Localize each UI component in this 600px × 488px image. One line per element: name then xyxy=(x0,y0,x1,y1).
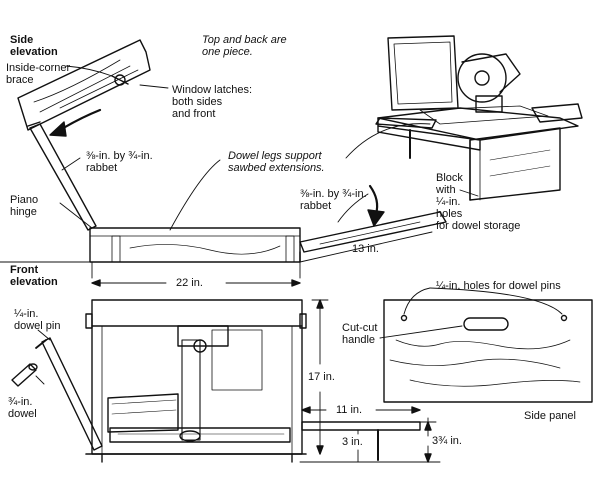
dimension-17-in: 17 in. xyxy=(308,371,335,383)
window-latches-label: Window latches: both sides and front xyxy=(172,84,253,120)
inside-corner-brace xyxy=(27,121,41,127)
side-panel-drawing xyxy=(379,287,593,403)
rabbet-label-right: ⅜-in. by ¾-in. rabbet xyxy=(300,188,367,212)
side-panel-label: Side panel xyxy=(524,410,576,422)
dowel-legs-note: Dowel legs support sawbed extensions. xyxy=(228,150,325,174)
dimension-3-3-4-in: 3¾ in. xyxy=(432,435,462,447)
dimension-3-in: 3 in. xyxy=(342,436,363,448)
back-strut xyxy=(29,123,97,231)
cut-out-handle-label: Cut-cut handle xyxy=(342,322,378,346)
top-back-note: Top and back are one piece. xyxy=(202,34,287,58)
front-elevation-title: Front elevation xyxy=(10,264,58,288)
front-elevation-drawing xyxy=(11,261,441,463)
base-side-box xyxy=(89,227,301,263)
saw-blade xyxy=(457,53,507,103)
saw-perspective-drawing xyxy=(345,35,583,201)
piano-hinge-label: Piano hinge xyxy=(10,194,39,218)
raised-lid-panel xyxy=(17,39,151,131)
dimension-11-in: 11 in. xyxy=(336,404,363,416)
holes-for-dowel-pins-label: ¼-in. holes for dowel pins xyxy=(436,280,561,292)
block-storage-label: Block with ¼-in. holes for dowel storage xyxy=(436,172,521,232)
dowel-piece xyxy=(11,363,37,387)
dowel-label: ¾-in. dowel xyxy=(8,396,37,420)
inside-corner-brace-label: Inside-corner brace xyxy=(6,62,71,86)
side-elevation-title: Side elevation xyxy=(10,34,58,58)
front-extension xyxy=(301,421,421,431)
side-panel xyxy=(383,299,593,403)
dimension-22-in: 22 in. xyxy=(176,277,203,289)
rabbet-label-left: ⅜-in. by ¾-in. rabbet xyxy=(86,150,153,174)
window-latch-icon xyxy=(114,74,126,86)
side-elevation-drawing xyxy=(0,39,447,263)
sawbed-extension xyxy=(299,211,447,253)
dowel-arm xyxy=(41,337,103,451)
rotation-arrow xyxy=(58,108,102,132)
dowel-pin-label: ¼-in. dowel pin xyxy=(14,308,61,332)
dimension-13-in: 13 in. xyxy=(352,243,379,255)
cut-out-handle xyxy=(463,317,509,331)
